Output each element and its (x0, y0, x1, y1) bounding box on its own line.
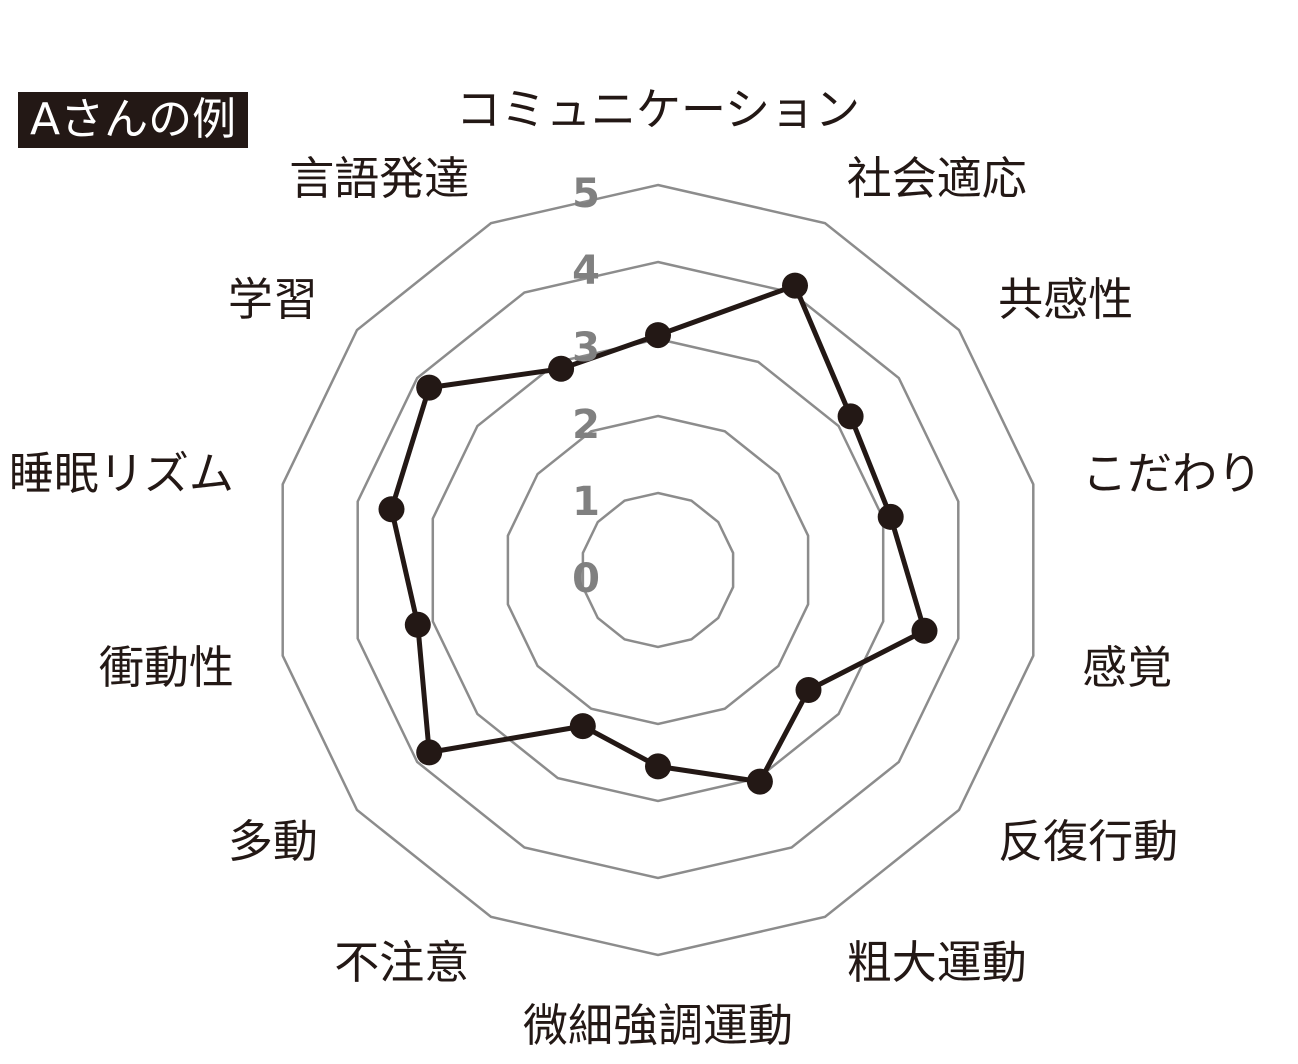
data-point-2 (837, 403, 864, 430)
tick-label-3: 3 (572, 325, 600, 371)
axis-label-7: 微細強調運動 (523, 999, 793, 1052)
grid-ring-1 (581, 491, 735, 649)
tick-label-4: 4 (572, 248, 600, 294)
tick-label-2: 2 (572, 402, 600, 448)
axis-label-6: 粗大運動 (847, 936, 1027, 989)
axis-label-8: 不注意 (334, 936, 469, 989)
axis-label-13: 言語発達 (289, 152, 469, 205)
axis-label-0: コミュニケーション (456, 83, 860, 136)
data-point-8 (569, 713, 596, 740)
tick-label-5: 5 (572, 171, 600, 217)
data-point-11 (378, 496, 405, 523)
title-badge: Aさんの例 (18, 92, 249, 148)
grid-layer (281, 183, 1035, 957)
axis-label-2: 共感性 (998, 273, 1133, 326)
axis-label-9: 多動 (228, 815, 318, 868)
axis-label-3: こだわり (1082, 447, 1262, 500)
axis-label-12: 学習 (228, 273, 318, 326)
data-point-6 (746, 768, 773, 795)
axis-label-5: 反復行動 (998, 815, 1178, 868)
grid-ring-2 (506, 414, 810, 726)
data-point-13 (548, 355, 575, 382)
tick-label-1: 1 (572, 479, 600, 525)
data-point-3 (877, 503, 904, 530)
data-point-1 (782, 272, 808, 299)
tick-layer: 0 1 2 3 4 5 (572, 171, 600, 602)
data-point-7 (645, 753, 671, 780)
axis-label-4: 感覚 (1082, 641, 1172, 694)
data-point-10 (404, 611, 431, 638)
axis-label-10: 衝動性 (99, 641, 234, 694)
data-point-12 (416, 374, 443, 401)
data-point-5 (795, 677, 822, 703)
axis-label-11: 睡眠リズム (9, 447, 234, 500)
axis-label-1: 社会適応 (847, 152, 1027, 205)
series-line (389, 283, 927, 785)
grid-ring-5 (281, 183, 1035, 957)
tick-label-0: 0 (572, 556, 600, 602)
grid-ring-4 (356, 260, 960, 880)
data-point-0 (645, 322, 671, 349)
grid-ring-3 (431, 337, 885, 803)
series-layer (378, 272, 938, 795)
data-point-9 (416, 739, 443, 766)
data-point-4 (911, 617, 938, 644)
